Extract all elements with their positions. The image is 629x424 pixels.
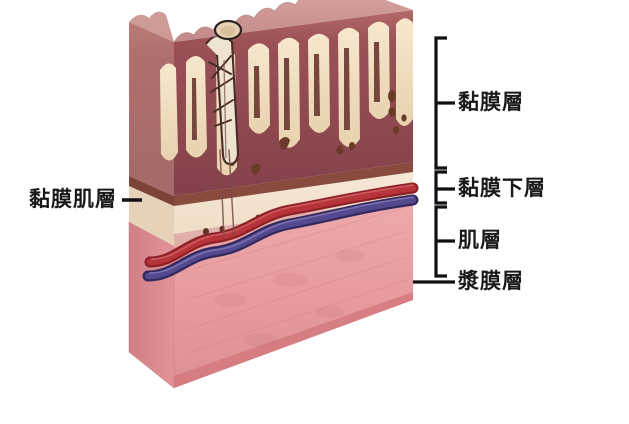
label-serosa: 漿膜層 — [458, 269, 524, 293]
vessel-group — [142, 149, 419, 282]
muscularis-mucosae-stripe — [174, 162, 413, 206]
bracket-muscularis — [434, 205, 455, 278]
label-mucosa: 黏膜層 — [458, 90, 524, 114]
layer-bracket-group — [413, 36, 455, 284]
label-muscularis-mucosae: 黏膜肌層 — [29, 187, 117, 211]
label-submucosa: 黏膜下層 — [458, 176, 546, 200]
bracket-submucosa — [434, 170, 455, 205]
bracket-mucosa — [434, 36, 455, 170]
mucosa-block — [129, 0, 413, 196]
crypt-ostium — [213, 19, 243, 41]
label-muscularis: 肌層 — [458, 228, 502, 252]
